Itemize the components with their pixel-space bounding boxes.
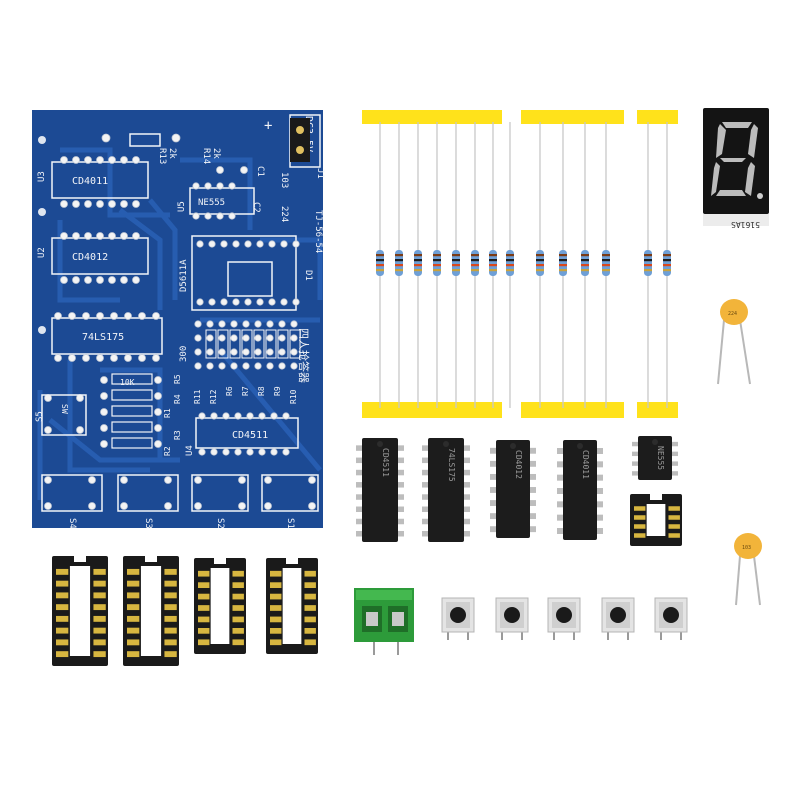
- pcb-label-cd4511: CD4511: [232, 430, 268, 441]
- pcb-r2: R2: [163, 446, 172, 456]
- ceramic-capacitor-103: 103: [734, 533, 762, 606]
- chip-label: NE555: [656, 446, 665, 470]
- seven-segment-display: 5161AS: [703, 108, 769, 229]
- pcb-label-cd4011: CD4011: [72, 176, 108, 187]
- pcb-value-sw: SW: [60, 404, 69, 414]
- chip-label: 74LS175: [447, 448, 456, 482]
- pcb-pads: [44, 133, 316, 510]
- dc-jack: [290, 118, 310, 162]
- ic-sockets: [52, 494, 682, 666]
- pcb-s3: S3: [143, 518, 153, 529]
- pcb-r6: R6: [225, 386, 234, 396]
- pcb-label-74ls175: 74LS175: [82, 332, 124, 343]
- pcb-r7: R7: [241, 386, 250, 396]
- pcb-d1: D1: [303, 270, 313, 281]
- pcb-c1: C1: [255, 166, 265, 177]
- pcb-traces: [37, 147, 323, 500]
- resistor-strips: [362, 110, 678, 418]
- pcb-r1: R1: [163, 408, 172, 418]
- pcb-r8: R8: [257, 386, 266, 396]
- pcb-r5: R5: [173, 374, 182, 384]
- pcb-u2: U2: [37, 247, 47, 258]
- chip-label: CD4011: [581, 450, 590, 479]
- pcb-value-10k: 10K: [120, 378, 135, 387]
- terminal-block: [354, 588, 414, 655]
- pcb-s5: S5: [35, 411, 45, 422]
- pcb-r4: R4: [173, 394, 182, 404]
- pcb-label-ne555: NE555: [198, 198, 225, 208]
- pcb-value-300: 300: [179, 346, 189, 362]
- pcb-value-103: 103: [279, 172, 289, 188]
- display-label: 5161AS: [731, 220, 760, 229]
- pcb-s2: S2: [215, 518, 225, 529]
- pcb-r11: R11: [193, 389, 202, 404]
- dip-chips: CD4511 74LS175 CD4012 CD4011 NE555: [356, 436, 678, 542]
- pcb-board: CD4011 CD4012 74LS175 CD4511 NE555 D5611…: [32, 110, 325, 529]
- pcb-r9: R9: [273, 386, 282, 396]
- pcb-title-chinese: 四人抢答器: [297, 328, 311, 383]
- pcb-label-d5611a: D5611A: [179, 259, 189, 292]
- pcb-u3: U3: [37, 171, 47, 182]
- pcb-r3: R3: [173, 430, 182, 440]
- pcb-s1: S1: [285, 518, 295, 529]
- pcb-value-2k-a: 2k: [167, 148, 177, 159]
- pcb-r12: R12: [209, 389, 218, 404]
- pcb-r13: R13: [157, 148, 167, 164]
- pcb-r10: R10: [289, 389, 298, 404]
- pcb-value-224: 224: [279, 206, 289, 222]
- pcb-u5: U5: [177, 201, 187, 212]
- capacitor-label-224: 224: [728, 311, 737, 317]
- pcb-s4: S4: [67, 518, 77, 529]
- pcb-plus-sign: +: [264, 118, 272, 134]
- pcb-c2: C2: [251, 202, 261, 213]
- ceramic-capacitor-224: 224: [717, 299, 751, 385]
- pcb-j1: J1: [315, 168, 325, 179]
- pcb-model-label: TJ-56-54: [313, 210, 323, 253]
- pcb-label-cd4012: CD4012: [72, 252, 108, 263]
- pcb-u4: U4: [185, 445, 195, 456]
- capacitor-label-103: 103: [742, 545, 751, 551]
- pcb-r14: R14: [201, 148, 211, 164]
- chip-label: CD4511: [381, 448, 390, 477]
- push-buttons: [441, 597, 688, 640]
- pcb-value-2k-b: 2k: [211, 148, 221, 159]
- chip-label: CD4012: [514, 450, 523, 479]
